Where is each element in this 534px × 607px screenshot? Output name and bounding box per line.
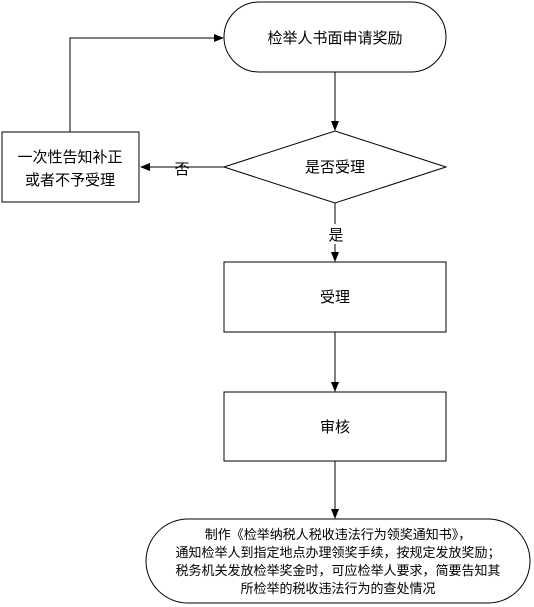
end-node-line-1: 制作《检举纳税人税收违法行为领奖通知书》， <box>205 527 472 543</box>
notify-node: 一次性告知补正 或者不予受理 <box>1 131 140 203</box>
accept-node-label: 受理 <box>320 288 350 306</box>
end-node-line-3: 税务机关发放检举奖金时，可应检举人要求，简要告知其 <box>175 563 500 579</box>
end-node-line-2: 通知检举人到指定地点办理领奖手续，按规定发放奖励； <box>175 545 500 561</box>
notify-node-line-1: 一次性告知补正 <box>17 148 122 166</box>
accept-node: 受理 <box>223 261 447 333</box>
notify-node-line-2: 或者不予受理 <box>25 171 115 189</box>
end-node-line-4: 所检举的税收违法行为的查处情况 <box>240 581 435 597</box>
start-node: 检举人书面申请奖励 <box>223 1 447 73</box>
end-node: 制作《检举纳税人税收违法行为领奖通知书》， 通知检举人到指定地点办理领奖手续，按… <box>145 518 531 604</box>
decision-node-label: 是否受理 <box>305 158 365 176</box>
review-node: 审核 <box>223 391 447 462</box>
review-node-label: 审核 <box>320 418 350 436</box>
edge-notify-to-start <box>69 34 224 132</box>
start-node-label: 检举人书面申请奖励 <box>267 29 402 47</box>
decision-node: 是否受理 <box>222 130 448 204</box>
edge-yes-label: 是 <box>328 226 343 244</box>
edge-no-label: 否 <box>174 160 189 178</box>
